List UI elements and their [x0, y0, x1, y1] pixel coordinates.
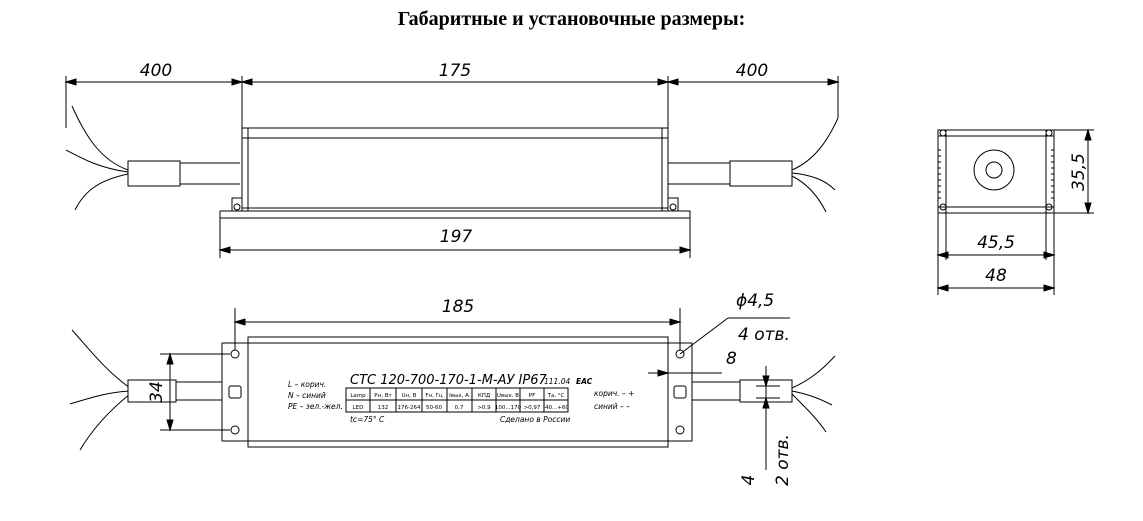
dim-slots-count: 2 отв.	[773, 434, 793, 486]
dim-hole-offset: 8	[726, 349, 737, 369]
table-cell: >0,9	[477, 405, 491, 411]
case-temperature: tc=75° С	[350, 415, 385, 424]
dim-hole-diameter: ϕ4,5	[736, 291, 774, 311]
front-view	[69, 308, 836, 470]
eac-mark: EAC	[576, 377, 593, 386]
date-code: 111.04	[544, 377, 570, 386]
table-cell: 50-60	[426, 405, 442, 411]
dim-end-inner-width: 45,5	[977, 233, 1015, 253]
wiring-left-l: L – корич.	[288, 380, 326, 389]
table-header: Uн, В	[402, 393, 417, 399]
table-header: Uвых, В	[497, 393, 519, 399]
wiring-left-pe: PE – зел.-жел.	[288, 402, 343, 411]
dim-right-wire: 400	[736, 61, 768, 81]
wiring-right-blue: синий – –	[594, 402, 630, 411]
dim-slot-width: 4	[739, 475, 759, 486]
table-header: Pн, Вт	[374, 393, 392, 399]
table-cell: 132	[378, 405, 389, 411]
dim-mount-length: 185	[442, 297, 474, 317]
table-cell: -40...+60	[543, 405, 569, 411]
dim-overall-length: 197	[440, 227, 473, 247]
spec-table: Lamp Pн, Вт Uн, В Fн, Гц Iвых, А КПД Uвы…	[350, 393, 569, 411]
drawing-title: Габаритные и установочные размеры:	[397, 8, 746, 30]
table-cell: >0,97	[524, 405, 541, 411]
table-header: Lamp	[350, 393, 366, 399]
table-header: PF	[529, 393, 535, 399]
wiring-left-n: N – синий	[288, 391, 326, 400]
table-header: Tа, °С	[547, 393, 565, 399]
table-cell: 176-264	[398, 405, 421, 411]
top-view	[64, 76, 840, 258]
dim-holes-count: 4 отв.	[738, 325, 790, 345]
wiring-right-brown: корич. – +	[594, 389, 634, 398]
dim-end-height: 35,5	[1069, 153, 1089, 191]
dim-left-wire: 400	[140, 61, 172, 81]
dim-body-length: 175	[439, 61, 471, 81]
dim-end-width: 48	[985, 266, 1007, 286]
table-cell: LED	[353, 405, 364, 411]
table-cell: 100...170	[495, 405, 522, 411]
table-cell: 0,7	[455, 405, 464, 411]
table-header: Fн, Гц	[425, 393, 443, 399]
table-header: КПД	[478, 393, 491, 399]
end-view	[936, 128, 1094, 295]
made-in-russia: Сделано в России	[500, 415, 570, 424]
model-name: СТС 120-700-170-1-М-АУ IP67	[350, 373, 548, 388]
table-header: Iвых, А	[449, 393, 469, 399]
dim-front-height: 34	[147, 381, 167, 403]
